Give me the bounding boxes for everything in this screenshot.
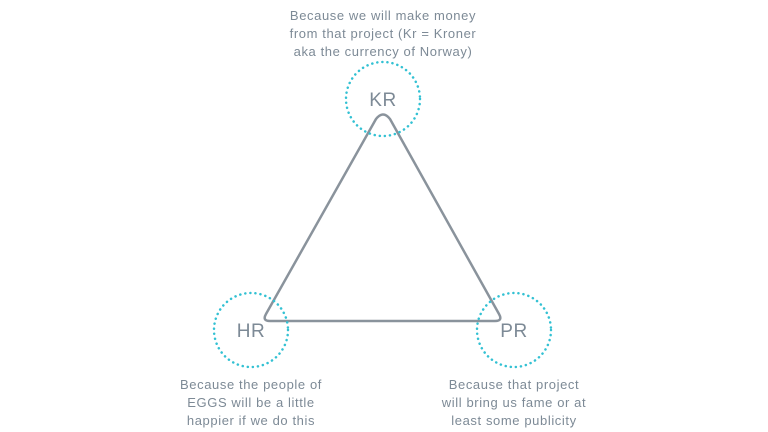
kr-label: KR [369,90,396,111]
hr-circle [212,291,290,369]
kr-caption-line: Because we will make money [289,8,477,23]
pr-caption-line: least some publicity [451,413,577,428]
pr-caption: Because that project will bring us fame … [442,376,586,430]
pr-caption-line: Because that project [448,377,580,392]
pr-caption-line: will bring us fame or at [441,395,587,410]
hr-caption-line: happier if we do this [186,413,316,428]
kr-caption: Because we will make money from that pro… [290,7,477,61]
pr-label: PR [500,321,527,342]
kr-caption-line: aka the currency of Norway) [293,44,473,59]
hr-caption: Because the people of EGGS will be a lit… [180,376,322,430]
triangle-edge [263,113,502,323]
hr-caption-line: EGGS will be a little [187,395,315,410]
kr-circle [344,60,422,138]
pr-circle [475,291,553,369]
hr-label: HR [237,321,265,342]
hr-caption-line: Because the people of [180,377,322,392]
kr-caption-line: from that project (Kr = Kroner [289,26,477,41]
